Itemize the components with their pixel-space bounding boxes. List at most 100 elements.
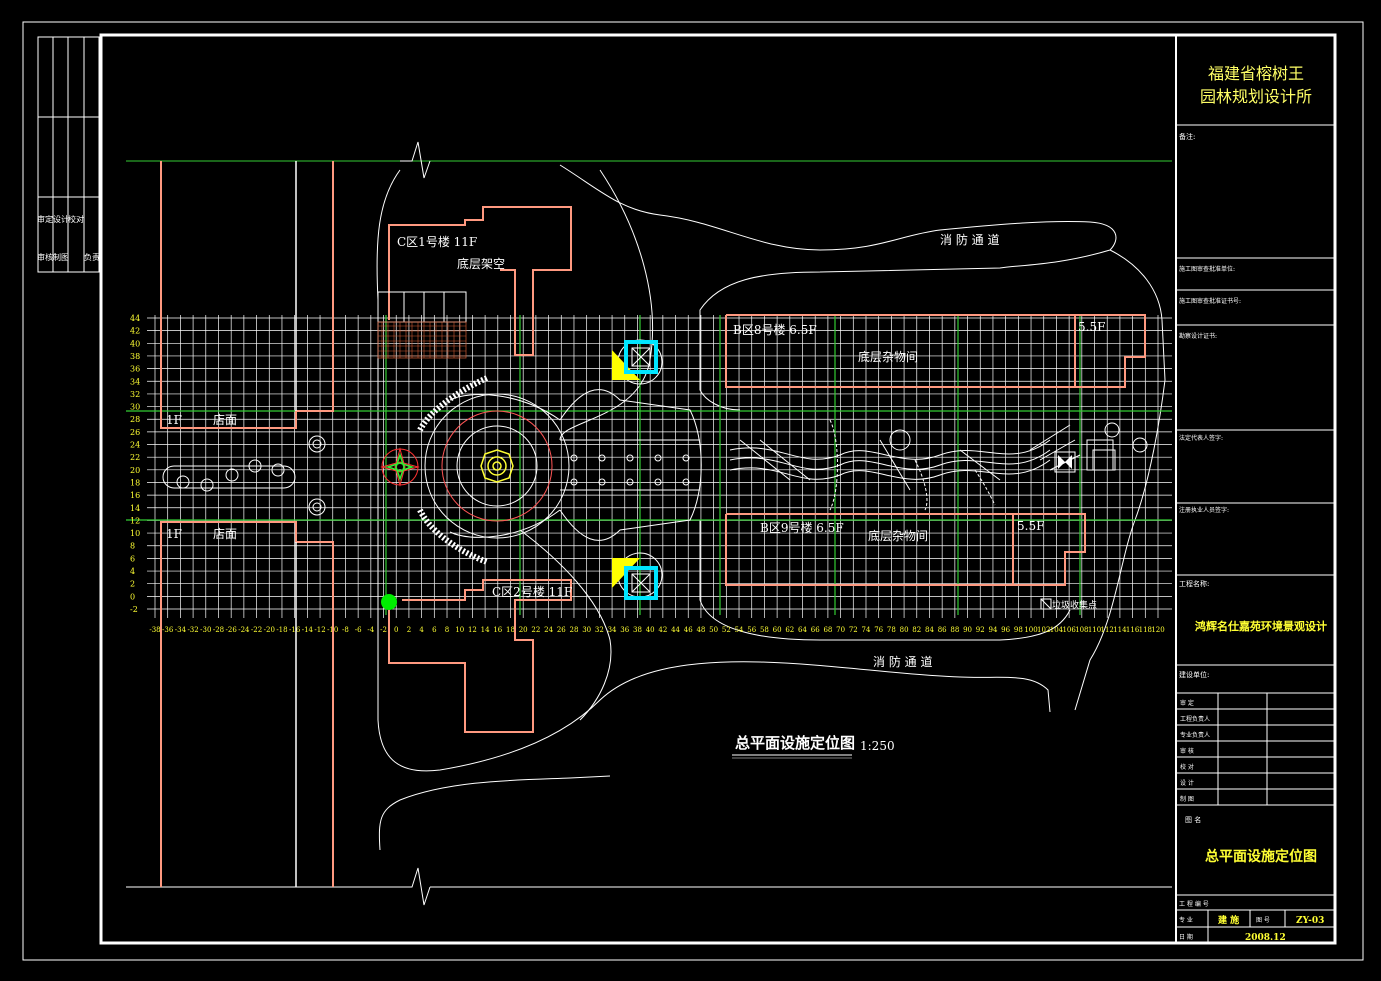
x-tick-label: 54 <box>735 626 744 634</box>
x-tick-label: -14 <box>302 626 314 634</box>
y-tick-label: 40 <box>130 339 140 348</box>
y-tick-label: 28 <box>130 415 140 424</box>
y-tick-label: 14 <box>130 504 140 513</box>
x-tick-label: 84 <box>925 626 934 634</box>
number-label: 工 程 编 号 <box>1179 900 1209 908</box>
side-label: 负责 <box>84 252 100 262</box>
title-field-label: 注册执业人员签字: <box>1179 506 1229 514</box>
x-tick-label: 90 <box>963 626 972 634</box>
x-tick-label: -26 <box>226 626 238 634</box>
x-tick-label: -12 <box>314 626 325 634</box>
signer-label: 审 核 <box>1180 747 1194 755</box>
x-tick-label: 26 <box>557 626 566 634</box>
side-label: 制图 <box>53 252 69 262</box>
x-tick-label: 18 <box>506 626 515 634</box>
bin-icon <box>1054 451 1076 473</box>
outer-frame <box>22 21 1364 961</box>
x-tick-label: 112 <box>1101 626 1114 634</box>
drawing-name: 总平面设施定位图 <box>1205 848 1317 865</box>
x-tick-label: -2 <box>380 626 387 634</box>
side-label: 审定 <box>37 214 53 224</box>
x-tick-label: 28 <box>570 626 579 634</box>
plan-scale: 1:250 <box>860 739 895 753</box>
x-tick-label: 0 <box>394 626 398 634</box>
x-tick-label: 116 <box>1126 626 1140 634</box>
site-outline <box>376 169 1051 772</box>
title-field-label: 法定代表人签字: <box>1179 434 1223 442</box>
x-tick-label: -4 <box>367 626 374 634</box>
x-tick-label: 110 <box>1088 626 1101 634</box>
x-tick-label: 38 <box>633 626 642 634</box>
x-tick-label: 100 <box>1024 626 1037 634</box>
arc-steps-bottom <box>417 508 489 565</box>
label-b9-right: 5.5F <box>1017 519 1044 533</box>
x-tick-label: 44 <box>671 626 680 634</box>
company-name-line1: 福建省榕树王 <box>1207 64 1304 83</box>
x-tick-label: 74 <box>862 626 871 634</box>
x-tick-label: 46 <box>684 626 693 634</box>
building-b9 <box>725 513 1086 586</box>
y-tick-label: 8 <box>130 542 135 551</box>
x-tick-label: -16 <box>289 626 301 634</box>
y-tick-label: 6 <box>130 554 135 563</box>
x-tick-label: -38 <box>149 626 160 634</box>
coordinate-grid <box>147 315 1172 618</box>
x-tick-label: 104 <box>1050 626 1064 634</box>
x-tick-label: 68 <box>823 626 832 634</box>
arc-steps-top <box>417 375 489 432</box>
x-tick-label: 64 <box>798 626 807 634</box>
x-tick-label: 96 <box>1001 626 1010 634</box>
green-axes <box>126 315 1172 615</box>
company-name-line2: 园林规划设计所 <box>1199 87 1312 106</box>
sheet-no: ZY-03 <box>1296 916 1324 926</box>
y-tick-label: 44 <box>130 314 140 323</box>
side-label: 设计 <box>53 214 69 224</box>
signer-label: 校 对 <box>1180 763 1194 771</box>
side-strip <box>37 36 100 273</box>
x-tick-label: 88 <box>950 626 959 634</box>
y-tick-label: 42 <box>130 327 140 336</box>
project-name: 鸿辉名仕嘉苑环境景观设计 <box>1195 619 1327 633</box>
pavilion-bottom <box>612 552 663 600</box>
label-road-bottom: 消 防 通 道 <box>873 654 932 669</box>
y-tick-label: 12 <box>130 516 140 525</box>
origin-point <box>381 594 397 610</box>
x-tick-label: 22 <box>531 626 540 634</box>
y-tick-label: 30 <box>130 403 140 412</box>
label-shop-top-floor: 1F <box>166 413 182 427</box>
y-tick-label: 24 <box>130 441 140 450</box>
label-b9: B区9号楼 6.5F <box>760 520 844 535</box>
plan-labels: C区1号楼 11F 底层架空 C区2号楼 11F B区8号楼 6.5F 底层杂物… <box>166 232 1105 753</box>
title-block <box>1175 35 1335 943</box>
x-tick-label: 70 <box>836 626 845 634</box>
x-tick-label: 30 <box>582 626 591 634</box>
x-tick-label: 32 <box>595 626 604 634</box>
x-tick-label: 82 <box>912 626 921 634</box>
y-tick-label: 18 <box>130 478 140 487</box>
label-b8-ground: 底层杂物间 <box>858 349 918 364</box>
x-tick-label: 60 <box>773 626 782 634</box>
x-tick-label: 4 <box>419 626 424 634</box>
x-tick-label: 8 <box>445 626 449 634</box>
x-tick-label: -22 <box>251 626 262 634</box>
y-tick-label: -2 <box>130 605 138 614</box>
x-axis-ticks: -38-36-34-32-30-28-26-24-22-20-18-16-14-… <box>149 626 1164 634</box>
label-shop-bottom-floor: 1F <box>166 527 182 541</box>
label-shop-bottom: 店面 <box>213 527 237 541</box>
discipline-label: 专 业 <box>1179 916 1193 924</box>
x-tick-label: 36 <box>620 626 629 634</box>
x-tick-label: 72 <box>849 626 858 634</box>
y-tick-label: 36 <box>130 365 140 374</box>
y-axis-ticks: 4442403836343230282624222018161412108642… <box>130 314 140 614</box>
signer-label: 专业负责人 <box>1180 731 1210 739</box>
building-b8 <box>725 314 1146 388</box>
red-flower-icon <box>380 447 420 487</box>
drawing-label: 图 名 <box>1185 815 1201 824</box>
label-b8-right: 5.5F <box>1078 320 1105 334</box>
x-tick-label: 106 <box>1062 626 1076 634</box>
drawing-frame <box>99 33 1337 945</box>
x-tick-label: 114 <box>1113 626 1127 634</box>
title-field-label: 施工图审查批准单位: <box>1179 265 1235 273</box>
x-tick-label: 102 <box>1037 626 1050 634</box>
label-c2: C区2号楼 11F <box>492 584 572 599</box>
